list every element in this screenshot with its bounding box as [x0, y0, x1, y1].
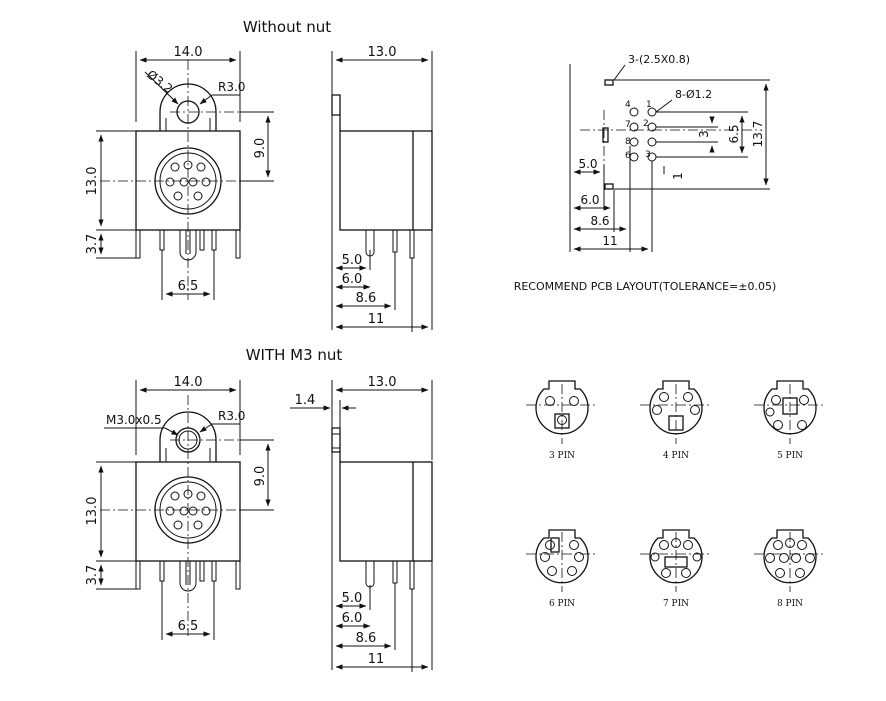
dim-d1-b: 5.0 — [342, 591, 363, 606]
pcb-dim-6-5: 6.5 — [727, 124, 741, 143]
dim-pin-spacing: 6.5 — [178, 279, 199, 294]
dim-radius: R3.0 — [218, 80, 245, 94]
pin-configs: 3 PIN 4 PIN 5 PIN 6 PIN — [526, 380, 826, 609]
side-view-with-nut: 13.0 1.4 5.0 6.0 8.6 11 — [290, 375, 433, 672]
dim-d3: 8.6 — [356, 291, 377, 306]
pin-config-8: 8 PIN — [754, 529, 826, 609]
dim-d1: 5.0 — [342, 253, 363, 268]
dim-height-13: 13.0 — [85, 167, 100, 196]
dim-height-13-b: 13.0 — [85, 497, 100, 526]
label-4-pin: 4 PIN — [663, 451, 689, 461]
dim-d4-b: 11 — [368, 652, 385, 667]
pcb-layout: 3-(2.5X0.8) 8-Ø1.2 4 1 7 2 8 6 3 3 6.5 1… — [569, 53, 770, 252]
pcb-dim-5-0: 5.0 — [578, 157, 597, 171]
pin-num-4: 4 — [625, 100, 631, 110]
pcb-dim-3: 3 — [697, 130, 711, 138]
pcb-dim-8-6: 8.6 — [590, 214, 609, 228]
pin-num-6: 6 — [625, 151, 631, 161]
label-6-pin: 6 PIN — [549, 599, 575, 609]
label-8-pin: 8 PIN — [777, 599, 803, 609]
title-without-nut: Without nut — [243, 18, 331, 36]
dim-width-14: 14.0 — [174, 45, 203, 60]
pin-config-4: 4 PIN — [640, 380, 712, 461]
pin-config-3: 3 PIN — [526, 380, 598, 461]
dim-hole-dia: Ø3.2 — [144, 67, 175, 96]
pin-num-1: 1 — [646, 100, 652, 110]
pin-config-7: 7 PIN — [640, 529, 712, 609]
pin-config-6: 6 PIN — [526, 529, 598, 609]
label-3-pin: 3 PIN — [549, 451, 575, 461]
side-view-without-nut: 13.0 5.0 6.0 8.6 11 — [331, 45, 433, 332]
dim-depth-13-b: 13.0 — [368, 375, 397, 390]
pin-num-7: 7 — [625, 120, 631, 130]
pcb-slot-note: 3-(2.5X0.8) — [628, 53, 690, 66]
dim-pin-height: 3.7 — [85, 234, 100, 255]
title-pcb-layout: RECOMMEND PCB LAYOUT(TOLERANCE=±0.05) — [514, 280, 777, 293]
pcb-hole-note: 8-Ø1.2 — [675, 88, 712, 101]
dim-offset: 1.4 — [295, 393, 316, 408]
dim-center-height: 9.0 — [253, 138, 268, 159]
pcb-dim-11: 11 — [602, 234, 617, 248]
dim-width-14-b: 14.0 — [174, 375, 203, 390]
dim-radius-b: R3.0 — [218, 409, 245, 423]
dim-d2-b: 6.0 — [342, 611, 363, 626]
label-5-pin: 5 PIN — [777, 451, 803, 461]
title-with-nut: WITH M3 nut — [246, 346, 343, 364]
dim-d2: 6.0 — [342, 272, 363, 287]
pin-config-5: 5 PIN — [754, 380, 826, 461]
dim-d4: 11 — [368, 312, 385, 327]
pin-num-2: 2 — [643, 119, 649, 129]
dim-center-height-b: 9.0 — [253, 466, 268, 487]
dim-nut: M3.0x0.5 — [106, 413, 162, 427]
dim-pin-spacing-b: 6.5 — [178, 619, 199, 634]
front-view-without-nut: 14.0 Ø3.2 R3.0 9.0 13.0 — [85, 45, 274, 300]
front-view-with-nut: 14.0 M3.0x0.5 R3.0 9.0 13.0 — [85, 375, 274, 640]
dim-pin-height-b: 3.7 — [85, 565, 100, 586]
pcb-dim-1: 1 — [671, 172, 685, 180]
dim-depth-13: 13.0 — [368, 45, 397, 60]
label-7-pin: 7 PIN — [663, 599, 689, 609]
pin-num-8: 8 — [625, 137, 631, 147]
pcb-dim-6-0: 6.0 — [580, 193, 599, 207]
pcb-dim-13-7: 13.7 — [751, 121, 765, 148]
pin-num-3: 3 — [645, 150, 651, 160]
dim-d3-b: 8.6 — [356, 631, 377, 646]
